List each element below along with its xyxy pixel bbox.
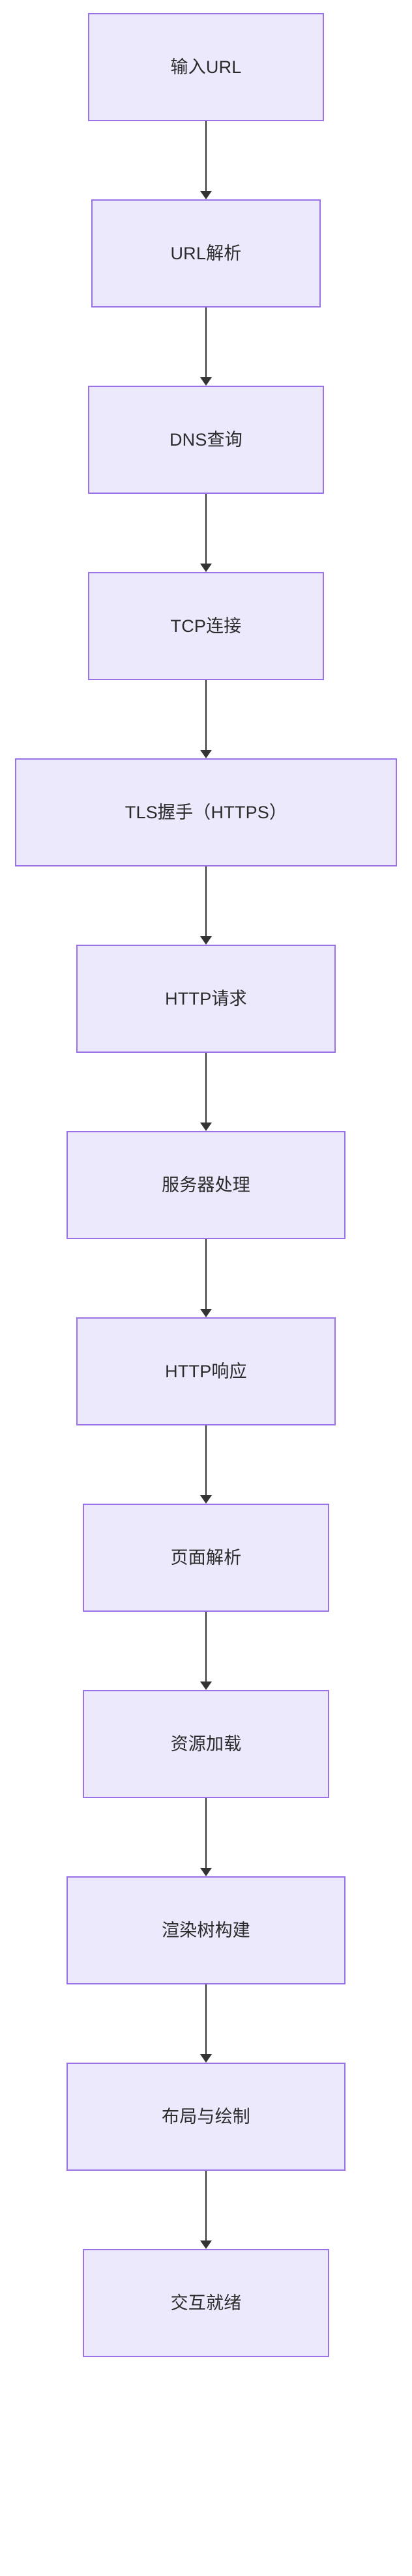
flowchart-node-n2[interactable]: URL解析	[91, 199, 321, 308]
flowchart-node-label: 输入URL	[170, 57, 242, 77]
flowchart-node-n6[interactable]: HTTP请求	[76, 945, 336, 1053]
flowchart-node-n10[interactable]: 资源加载	[83, 1690, 329, 1798]
arrow-down-icon	[200, 2240, 212, 2249]
flowchart-edge-n10-to-n11	[199, 1798, 213, 1876]
arrow-down-icon	[200, 2054, 212, 2063]
flowchart-edge-n3-to-n4	[199, 494, 213, 572]
arrow-down-icon	[200, 1123, 212, 1131]
flowchart-node-label: HTTP响应	[165, 1361, 247, 1381]
flowchart-edge-n7-to-n8	[199, 1239, 213, 1317]
arrow-down-icon	[200, 936, 212, 945]
flowchart-edge-n5-to-n6	[199, 866, 213, 945]
flowchart-node-n8[interactable]: HTTP响应	[76, 1317, 336, 1425]
flowchart-node-label: 页面解析	[170, 1547, 242, 1567]
flowchart-node-label: 服务器处理	[162, 1175, 250, 1195]
flowchart-node-n1[interactable]: 输入URL	[88, 13, 324, 121]
edge-line	[205, 1053, 207, 1124]
edge-line	[205, 1984, 207, 2055]
arrow-down-icon	[200, 1309, 212, 1317]
flowchart-node-label: URL解析	[170, 243, 242, 263]
edge-line	[205, 1239, 207, 1310]
flowchart-node-n5[interactable]: TLS握手（HTTPS）	[15, 758, 397, 866]
edge-line	[205, 1612, 207, 1683]
edge-line	[205, 494, 207, 565]
arrow-down-icon	[200, 750, 212, 758]
edge-line	[205, 308, 207, 379]
edge-line	[205, 121, 207, 192]
arrow-down-icon	[200, 1868, 212, 1876]
arrow-down-icon	[200, 1682, 212, 1690]
flowchart-node-label: TLS握手（HTTPS）	[125, 802, 287, 822]
flowchart-node-n11[interactable]: 渲染树构建	[66, 1876, 346, 1984]
flowchart-edge-n11-to-n12	[199, 1984, 213, 2063]
flowchart-edge-n8-to-n9	[199, 1425, 213, 1504]
edge-line	[205, 680, 207, 751]
edge-line	[205, 1798, 207, 1869]
edge-line	[205, 1425, 207, 1496]
flowchart-node-label: TCP连接	[170, 616, 242, 636]
flowchart-node-label: 资源加载	[170, 1734, 242, 1754]
flowchart-node-label: 布局与绘制	[162, 2106, 250, 2126]
flowchart-node-n3[interactable]: DNS查询	[88, 386, 324, 494]
flowchart-node-n9[interactable]: 页面解析	[83, 1504, 329, 1612]
flowchart-node-n4[interactable]: TCP连接	[88, 572, 324, 680]
flowchart-node-label: DNS查询	[169, 429, 243, 450]
flowchart-edge-n9-to-n10	[199, 1612, 213, 1690]
flowchart-edge-n4-to-n5	[199, 680, 213, 758]
flowchart-edge-n1-to-n2	[199, 121, 213, 199]
arrow-down-icon	[200, 191, 212, 199]
flowchart-node-label: HTTP请求	[165, 988, 247, 1009]
edge-line	[205, 866, 207, 937]
flowchart-node-label: 交互就绪	[170, 2293, 242, 2313]
flowchart-node-n7[interactable]: 服务器处理	[66, 1131, 346, 1239]
flowchart-edge-n12-to-n13	[199, 2171, 213, 2249]
top-spacer	[206, 0, 207, 13]
flowchart-edge-n2-to-n3	[199, 308, 213, 386]
flowchart-node-label: 渲染树构建	[162, 1920, 250, 1940]
flowchart-node-n13[interactable]: 交互就绪	[83, 2249, 329, 2357]
flowchart-node-n12[interactable]: 布局与绘制	[66, 2063, 346, 2171]
arrow-down-icon	[200, 377, 212, 386]
arrow-down-icon	[200, 1495, 212, 1504]
flowchart-edge-n6-to-n7	[199, 1053, 213, 1131]
bottom-spacer	[206, 2357, 207, 2371]
edge-line	[205, 2171, 207, 2242]
arrow-down-icon	[200, 564, 212, 572]
